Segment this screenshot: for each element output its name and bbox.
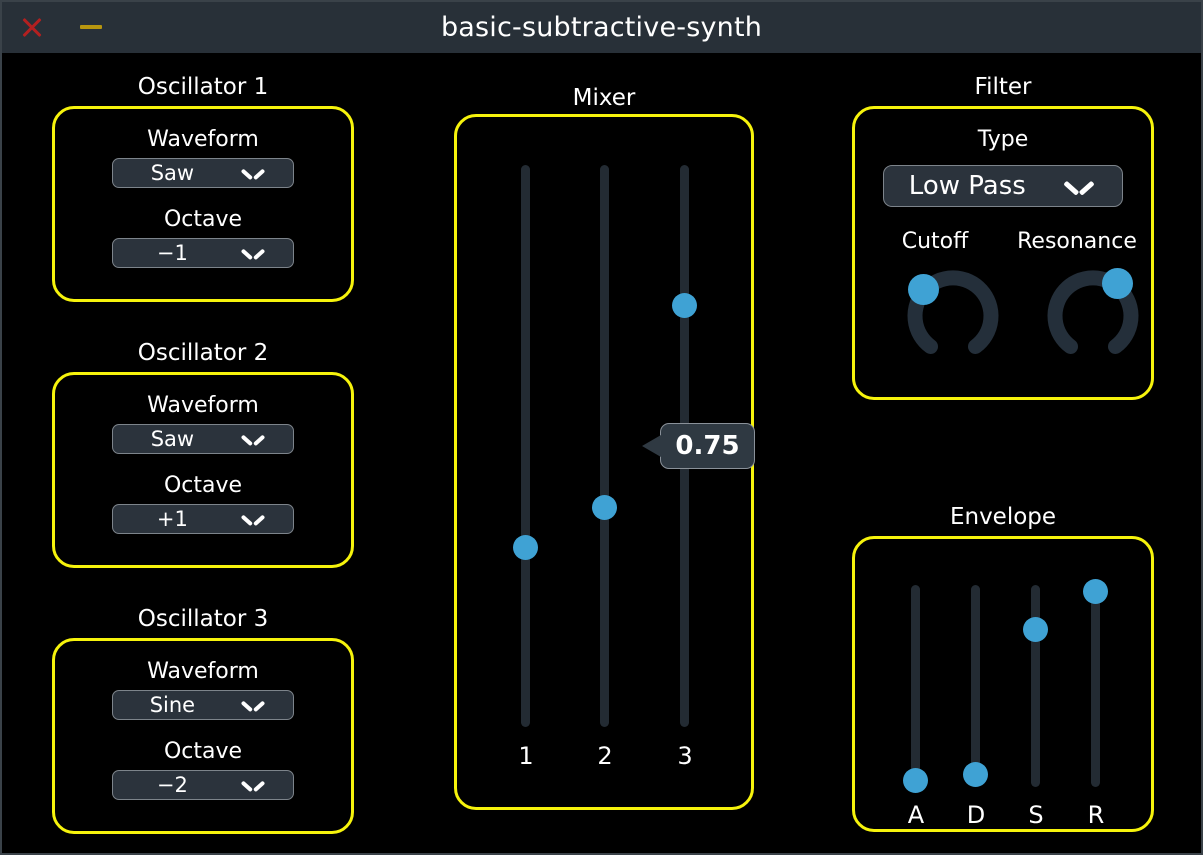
osc3-octave-dropdown[interactable]: −2	[112, 770, 294, 800]
envelope-slider-r-handle[interactable]	[1083, 578, 1108, 604]
osc1-waveform-dropdown[interactable]: Saw	[112, 158, 294, 188]
envelope-panel: A D S R	[852, 536, 1154, 832]
cutoff-label: Cutoff	[901, 229, 969, 254]
tooltip-arrow-icon	[642, 435, 661, 457]
oscillator-1-title: Oscillator 1	[137, 74, 269, 100]
mixer-title: Mixer	[572, 85, 636, 111]
mixer-slider-1-track[interactable]	[521, 165, 530, 727]
chevron-down-icon	[242, 434, 264, 445]
envelope-slider-a-handle[interactable]	[903, 768, 928, 794]
mixer-slider-2-handle[interactable]	[592, 495, 617, 521]
oscillator-2-panel: Waveform Saw Octave +1	[52, 372, 354, 568]
filter-type-value: Low Pass	[908, 171, 1026, 201]
chevron-down-icon	[242, 514, 264, 525]
oscillator-2-title: Oscillator 2	[137, 340, 269, 366]
cutoff-knob-indicator	[907, 274, 939, 306]
envelope-slider-r-caption: R	[1087, 801, 1105, 829]
chevron-down-icon	[242, 780, 264, 791]
envelope-slider-d-handle[interactable]	[963, 762, 988, 788]
resonance-label: Resonance	[1017, 229, 1137, 254]
mixer-slider-2-caption: 2	[597, 742, 613, 770]
chevron-down-icon	[1065, 180, 1093, 194]
window-title: basic-subtractive-synth	[440, 12, 763, 43]
mixer-slider-1-caption: 1	[518, 742, 534, 770]
osc1-octave-dropdown[interactable]: −1	[112, 238, 294, 268]
osc1-waveform-label: Waveform	[147, 127, 259, 152]
envelope-slider-a-track[interactable]	[911, 585, 920, 787]
resonance-knob-indicator	[1101, 268, 1133, 300]
filter-type-label: Type	[977, 127, 1029, 152]
resonance-knob[interactable]	[1045, 265, 1141, 361]
osc2-waveform-dropdown[interactable]: Saw	[112, 424, 294, 454]
osc3-octave-value: −2	[156, 773, 188, 797]
osc2-waveform-label: Waveform	[147, 393, 259, 418]
filter-panel: Type Low Pass Cutoff Resonance	[852, 106, 1154, 400]
envelope-slider-d-caption: D	[966, 801, 986, 829]
oscillator-1-panel: Waveform Saw Octave −1	[52, 106, 354, 302]
osc1-waveform-value: Saw	[150, 161, 195, 185]
osc1-octave-value: −1	[156, 241, 188, 265]
chevron-down-icon	[242, 248, 264, 259]
filter-type-dropdown[interactable]: Low Pass	[883, 165, 1123, 207]
oscillator-3-panel: Waveform Sine Octave −2	[52, 638, 354, 834]
chevron-down-icon	[242, 700, 264, 711]
mixer-slider-3-caption: 3	[677, 742, 693, 770]
osc3-octave-label: Octave	[163, 739, 243, 764]
mixer-slider-3-handle[interactable]	[672, 293, 697, 318]
osc2-octave-value: +1	[156, 507, 188, 531]
envelope-slider-a-caption: A	[907, 801, 925, 829]
envelope-slider-r-track[interactable]	[1091, 585, 1100, 787]
osc1-octave-label: Octave	[163, 207, 243, 232]
envelope-slider-s-handle[interactable]	[1023, 616, 1048, 642]
osc3-waveform-label: Waveform	[147, 659, 259, 684]
envelope-slider-s-track[interactable]	[1031, 585, 1040, 787]
mixer-slider-1-handle[interactable]	[513, 534, 538, 560]
osc3-waveform-value: Sine	[149, 693, 196, 717]
osc3-waveform-dropdown[interactable]: Sine	[112, 690, 294, 720]
mixer-slider-2-track[interactable]	[600, 165, 609, 727]
osc2-octave-dropdown[interactable]: +1	[112, 504, 294, 534]
minimize-icon[interactable]	[80, 25, 102, 29]
chevron-down-icon	[242, 168, 264, 179]
envelope-title: Envelope	[949, 504, 1057, 530]
oscillator-3-title: Oscillator 3	[137, 606, 269, 632]
osc2-octave-label: Octave	[163, 473, 243, 498]
envelope-slider-s-caption: S	[1028, 801, 1044, 829]
filter-title: Filter	[974, 74, 1032, 100]
osc2-waveform-value: Saw	[150, 427, 195, 451]
title-bar: basic-subtractive-synth	[2, 2, 1201, 53]
cutoff-knob[interactable]	[905, 265, 1001, 361]
envelope-slider-d-track[interactable]	[971, 585, 980, 787]
tooltip-value: 0.75	[675, 431, 740, 461]
slider-value-tooltip: 0.75	[642, 423, 755, 469]
